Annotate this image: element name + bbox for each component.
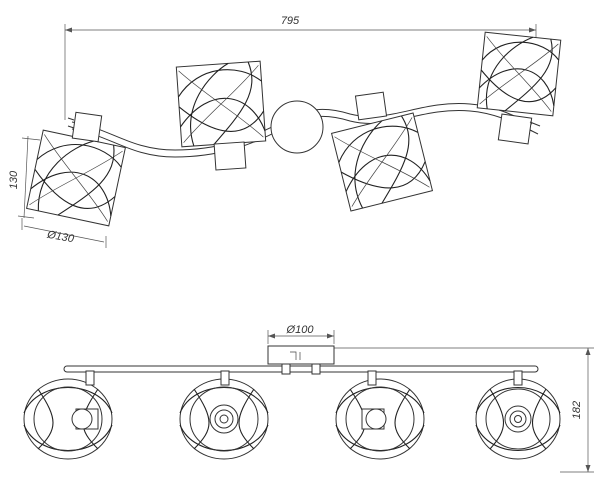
- spotlight-3-top: [330, 112, 434, 212]
- spotlight-2-holder: [213, 141, 247, 171]
- canopy-dimension: Ø100: [267, 324, 335, 344]
- top-view: 795 130 Ø: [8, 15, 562, 248]
- shade-dimensions: 130 Ø130: [8, 135, 107, 248]
- spotlight-3-front: [335, 370, 425, 460]
- spotlight-4-holder: [497, 113, 541, 145]
- total-height-label: 182: [571, 401, 583, 419]
- height-dimension: 182: [334, 347, 594, 473]
- spotlight-2-top: [175, 60, 267, 148]
- spotlight-2-front: [179, 370, 269, 460]
- canopy-diameter-label: Ø100: [286, 324, 315, 336]
- canopy-top: [270, 100, 324, 154]
- front-view: Ø100 182: [23, 324, 594, 473]
- straight-bar: [63, 363, 539, 375]
- length-label: 795: [281, 15, 300, 27]
- spotlight-1-top: [26, 129, 126, 227]
- spotlight-4-front: [475, 370, 561, 460]
- shade-diameter-label: Ø130: [45, 229, 75, 246]
- spotlight-3-holder: [354, 91, 388, 121]
- spotlight-4-top: [476, 31, 562, 117]
- canopy-front: [267, 345, 335, 365]
- spotlight-1-front: [23, 370, 113, 460]
- shade-height-label: 130: [8, 170, 20, 189]
- spotlight-1-holder: [67, 111, 103, 143]
